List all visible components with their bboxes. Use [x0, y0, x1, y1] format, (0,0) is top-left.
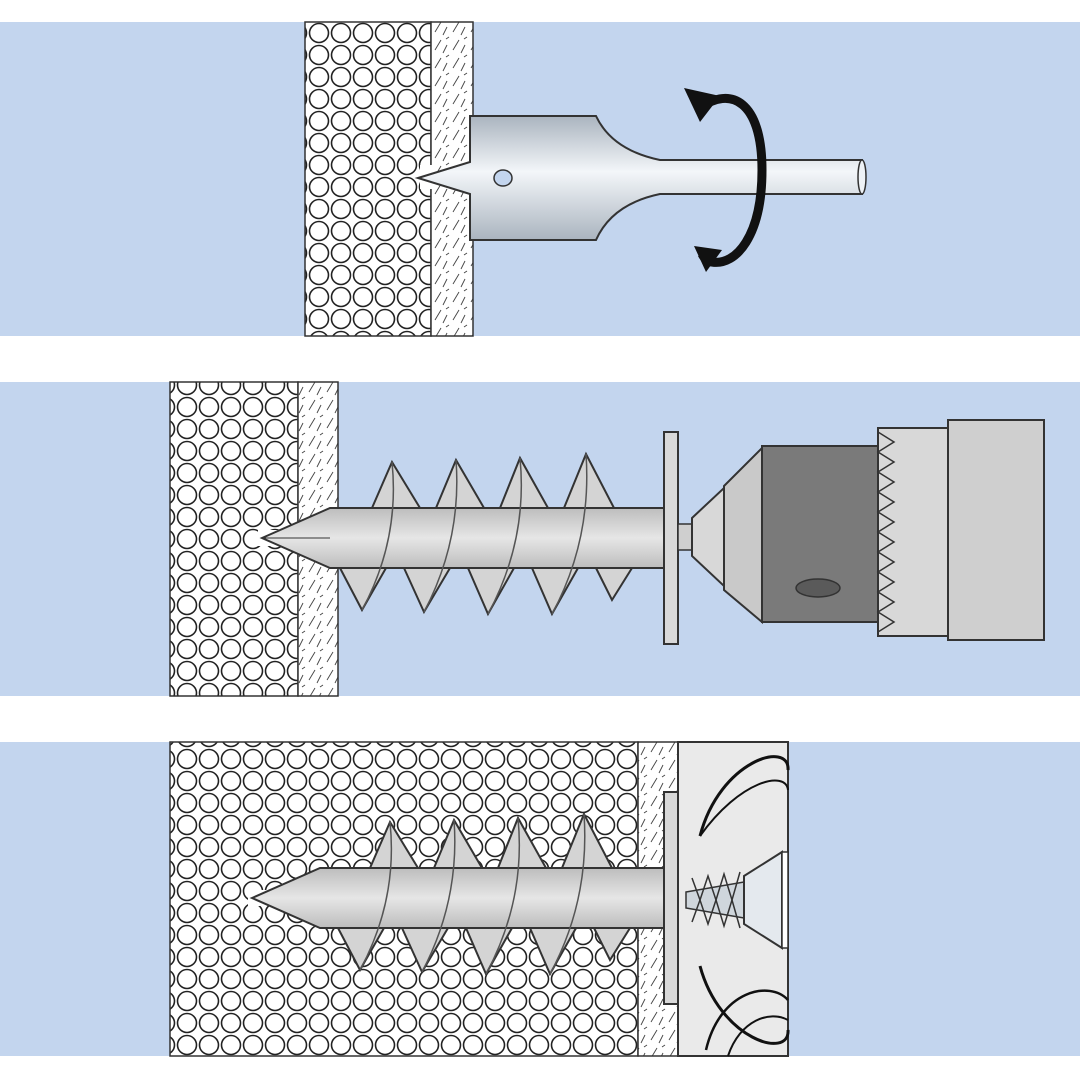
rotation-arrow-icon	[684, 88, 767, 272]
screw	[685, 850, 789, 950]
anchor-flange	[663, 431, 679, 645]
anchor-threads	[336, 811, 632, 977]
panel-step-2	[0, 381, 1080, 697]
drill-chuck	[677, 419, 1045, 641]
panel-step-3	[0, 741, 1080, 1057]
insulation-anchor	[258, 431, 679, 645]
spade-drill-bit	[414, 115, 867, 241]
anchor-threads	[338, 451, 634, 617]
panel-step-1	[0, 21, 1080, 337]
anchor-flange	[663, 791, 679, 1005]
insulation-anchor	[248, 791, 679, 1005]
insulation-layer	[304, 21, 432, 337]
